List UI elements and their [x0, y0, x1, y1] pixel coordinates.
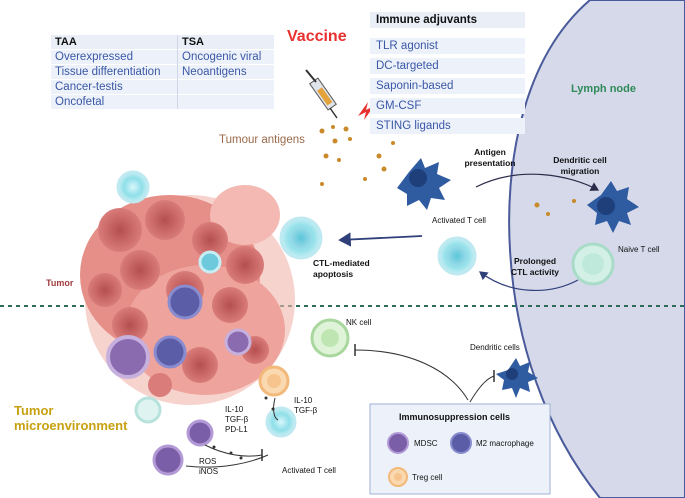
- table-row: Tissue differentiation Neoantigens: [51, 64, 274, 80]
- adjuvants-title: Immune adjuvants: [370, 12, 525, 28]
- table-header-taa: TAA: [51, 35, 178, 50]
- table-cell: Overexpressed: [51, 49, 178, 65]
- tgfb-right-label: TGF-β: [294, 406, 318, 415]
- lymph-node-label: Lymph node: [571, 83, 636, 95]
- ctl-apoptosis-label: CTL-mediated apoptosis: [313, 258, 370, 279]
- table-cell: Oncofetal: [51, 94, 178, 109]
- pdl1-label: PD-L1: [225, 425, 248, 434]
- dc-migration-label: Dendritic cell migration: [553, 155, 607, 176]
- adjuvant-item: DC-targeted: [370, 58, 525, 74]
- il10-left-label: IL-10: [225, 405, 244, 414]
- table-cell: [177, 94, 274, 109]
- tgfb-left-label: TGF-β: [225, 415, 249, 424]
- table-cell: Neoantigens: [177, 64, 274, 80]
- tumor-mass: [80, 185, 295, 405]
- naive-t-cell-label: Naive T cell: [618, 245, 660, 254]
- table-cell: Oncogenic viral: [177, 49, 274, 65]
- table-row: Oncofetal: [51, 94, 274, 109]
- table-cell: Cancer-testis: [51, 79, 178, 95]
- immunosuppression-title: Immunosuppression cells: [399, 412, 511, 422]
- nk-cell-label: NK cell: [346, 318, 372, 327]
- activated-t-cell-top-label: Activated T cell: [432, 216, 486, 225]
- antigen-presentation-label: Antigen presentation: [464, 147, 516, 168]
- inos-label: iNOS: [199, 467, 219, 476]
- arrows: [185, 173, 600, 468]
- tumor-microenvironment-label: Tumor microenvironment: [14, 403, 128, 433]
- il10-right-label: IL-10: [294, 396, 313, 405]
- treg-cell-label: Treg cell: [412, 473, 443, 482]
- ros-label: ROS: [199, 457, 217, 466]
- table-cell: [177, 79, 274, 95]
- adjuvant-item: GM-CSF: [370, 98, 525, 114]
- table-row: Cancer-testis: [51, 79, 274, 95]
- vaccine-title: Vaccine: [287, 28, 347, 45]
- table-row: Overexpressed Oncogenic viral: [51, 49, 274, 65]
- adjuvant-item: TLR agonist: [370, 38, 525, 54]
- dendritic-cell-shapes: [397, 158, 639, 398]
- prolonged-ctl-label: Prolonged CTL activity: [510, 256, 560, 277]
- activated-t-cell-bottom-label: Activated T cell: [282, 466, 336, 475]
- adjuvant-item: STING ligands: [370, 118, 525, 134]
- adjuvant-item: Saponin-based: [370, 78, 525, 94]
- antigen-table: TAA TSA Overexpressed Oncogenic viral Ti…: [51, 35, 274, 109]
- tumour-antigens-label: Tumour antigens: [219, 134, 305, 146]
- tumor-label: Tumor: [46, 278, 74, 288]
- syringe-shape: [305, 69, 374, 120]
- table-header-tsa: TSA: [177, 35, 274, 50]
- table-cell: Tissue differentiation: [51, 64, 178, 80]
- m2-macrophage-label: M2 macrophage: [476, 439, 534, 448]
- dendritic-cells-label: Dendritic cells: [470, 343, 520, 352]
- mdsc-label: MDSC: [414, 439, 438, 448]
